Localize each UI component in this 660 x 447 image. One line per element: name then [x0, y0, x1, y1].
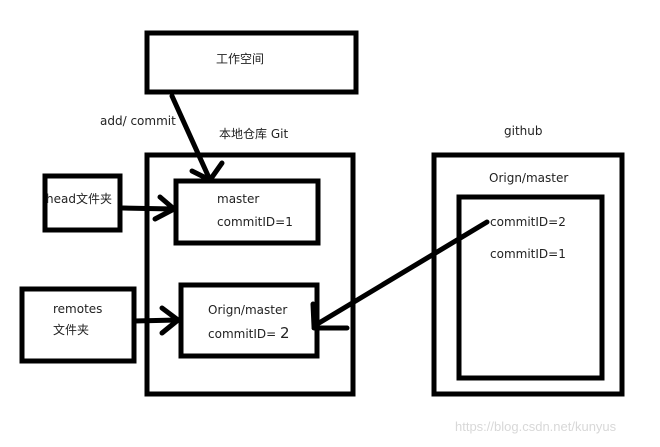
head-folder-label: head文件夹 — [46, 192, 112, 206]
master-name: master — [217, 192, 260, 206]
watermark: https://blog.csdn.net/kunyus — [455, 419, 617, 434]
origin-master-local-box — [178, 282, 320, 359]
local-repo-box — [144, 152, 356, 397]
github-title: github — [504, 124, 543, 138]
remotes-to-origin-arrow — [131, 305, 181, 336]
origin-master-local-name: Orign/master — [208, 303, 288, 317]
github-to-local-arrow — [310, 219, 490, 331]
origin-master-local-commit: commitID= 2 — [208, 324, 290, 342]
add-commit-arrow — [169, 93, 225, 183]
commit-value: 2 — [280, 324, 290, 342]
head-folder-box — [42, 173, 123, 233]
head-to-master-arrow — [120, 194, 177, 222]
github-branch-box — [456, 194, 605, 381]
remotes-folder-box — [19, 286, 137, 364]
add-commit-label: add/ commit — [100, 114, 176, 128]
github-commit-2: commitID=2 — [490, 215, 566, 229]
github-branch-name: Orign/master — [489, 171, 569, 185]
github-box — [431, 152, 625, 397]
workspace-label: 工作空间 — [216, 52, 265, 66]
github-commit-1: commitID=1 — [490, 247, 566, 261]
remotes-folder-line1: remotes — [53, 302, 103, 316]
master-commit: commitID=1 — [217, 215, 293, 229]
remotes-folder-line2: 文件夹 — [53, 323, 90, 337]
local-repo-title: 本地仓库 Git — [219, 127, 289, 141]
commit-prefix: commitID= — [208, 327, 281, 341]
workspace-box — [144, 30, 359, 95]
master-box — [173, 178, 321, 246]
